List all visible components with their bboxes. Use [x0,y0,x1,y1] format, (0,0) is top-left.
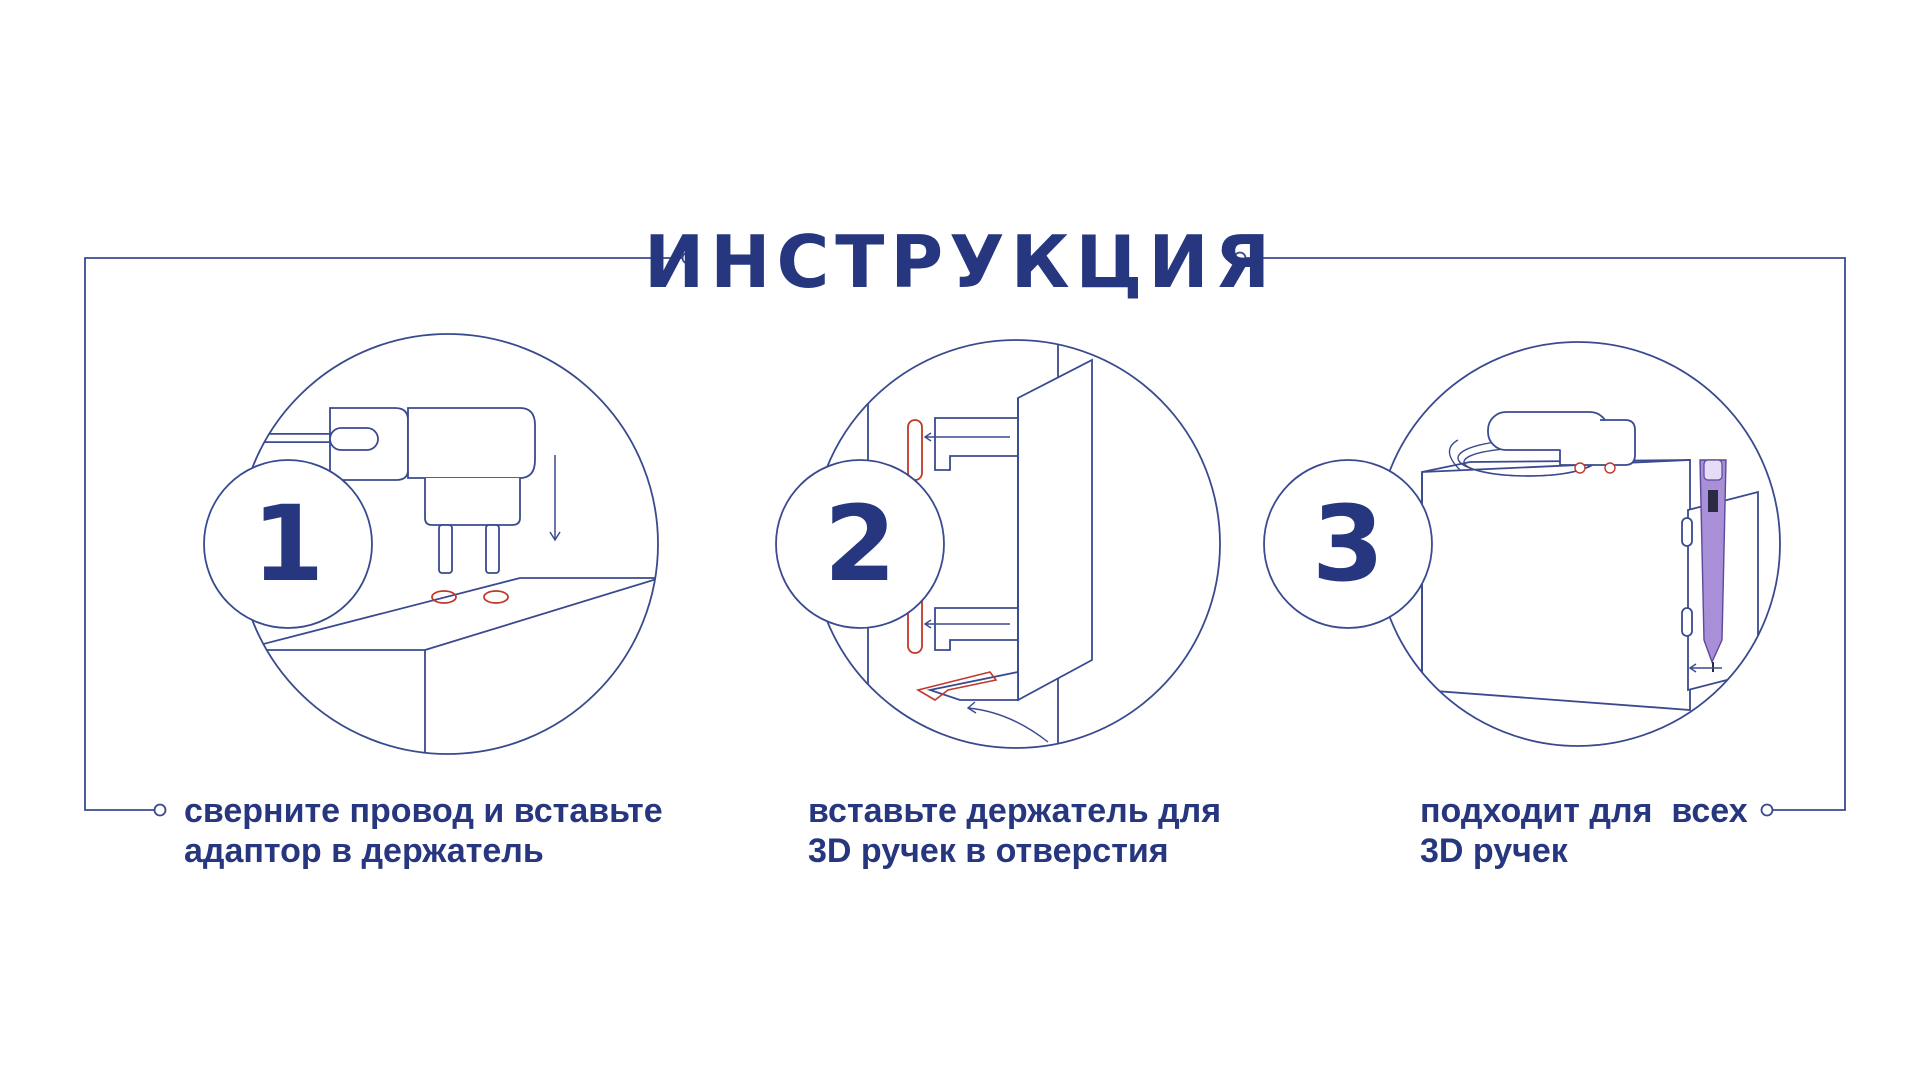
insert-holder-into-slots-icon [811,339,1221,749]
arrow-lower-head [923,619,932,629]
step-1-caption: сверните провод и вставьте адаптор в дер… [184,791,663,871]
holder-with-3d-pen-icon [1375,341,1781,747]
frame-lines [84,251,1846,817]
step-3-caption-line-1: подходит для всех [1420,792,1748,830]
pen-screen [1708,490,1718,512]
adapter-base [424,478,521,526]
frame-dot-top-right [1233,251,1247,265]
slot-left [431,590,457,604]
frame-line-right [1245,257,1846,811]
slot-right [483,590,509,604]
step-2-caption-line-2: 3D ручек в отверстия [808,832,1169,870]
holder-top-edge [239,577,658,651]
step-2-caption: вставьте держатель для 3D ручек в отверс… [808,791,1221,871]
pen-body [1699,459,1727,664]
adapter-foot-2 [1604,462,1616,474]
frame-dot-bottom-right [1760,803,1774,817]
arrow-upper-head [923,432,932,442]
holder-plate [1017,358,1093,702]
pen-arrow-head [1688,663,1697,673]
step-number-2: 2 [823,483,897,605]
step-3-caption-line-2: 3D ручек [1420,832,1568,870]
page-title: ИНСТРУКЦИЯ [643,220,1277,304]
cable-loop [329,427,379,451]
step-3-caption: подходит для всех 3D ручек [1420,791,1748,871]
frame-dot-bottom-left [153,803,167,817]
step-1-caption-line-2: адаптор в держатель [184,832,544,870]
adapter-foot-1 [1574,462,1586,474]
holder-right-top [424,577,658,651]
hook-lower [934,592,1019,651]
down-arrow-head [549,531,561,542]
hook-upper [934,398,1019,471]
pen-cap [1703,459,1723,481]
step-number-3: 3 [1311,483,1385,605]
box-front [1421,459,1691,711]
prong-left [438,524,453,574]
prong-right [485,524,500,574]
step-1-caption-line-1: сверните провод и вставьте [184,792,663,830]
step-number-1: 1 [251,483,325,605]
curved-arrow [967,707,1049,743]
side-clip-lower [1681,607,1693,637]
cable-coil-3 [1448,439,1461,471]
badge-circle-3 [1263,459,1433,629]
slot-bottom [915,671,998,701]
frame-line-left [84,257,683,811]
adapter-body [407,407,536,479]
side-clip-upper [1681,517,1693,547]
badge-circle-1 [203,459,373,629]
curved-arrow-head [966,701,977,714]
adapter-side [1559,419,1636,466]
step-2-caption-line-1: вставьте держатель для [808,792,1222,830]
frame-dot-top-left [681,251,695,265]
plug-adapter-into-holder-icon [237,333,659,755]
badge-circle-2 [775,459,945,629]
